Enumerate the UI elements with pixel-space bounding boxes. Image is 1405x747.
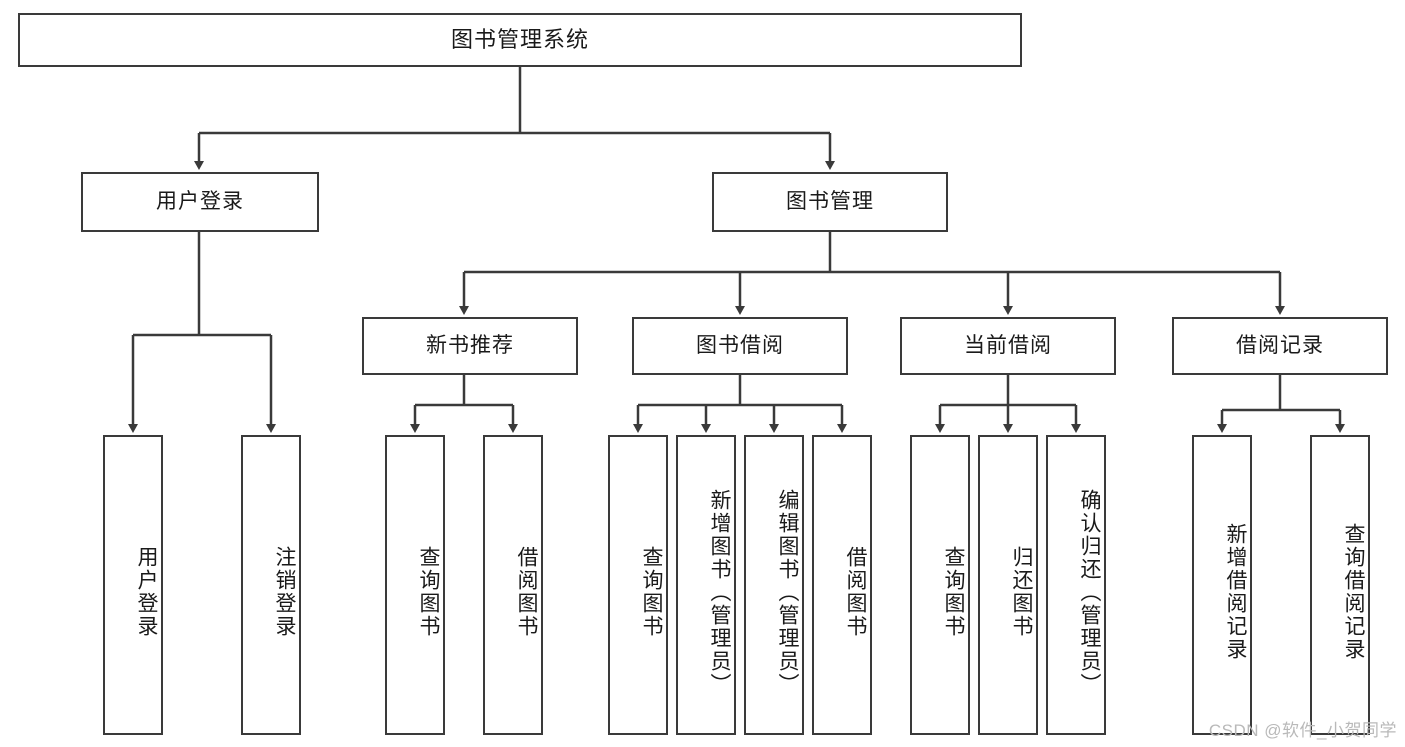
watermark-text: CSDN @软件_小贺同学: [1208, 721, 1397, 740]
node-label: 编辑图书（管理员）: [776, 488, 799, 696]
node-label: 当前借阅: [964, 334, 1052, 358]
node-label: 用户登录: [156, 190, 244, 214]
node-label: 用户登录: [135, 546, 158, 638]
node-user-login[interactable]: 用户登录: [81, 172, 319, 232]
node-label: 图书管理系统: [450, 26, 589, 52]
node-leaf-add-book-admin[interactable]: 新增图书（管理员）: [676, 435, 736, 735]
node-new-book-recommend[interactable]: 新书推荐: [362, 317, 578, 375]
node-label: 新书推荐: [426, 334, 514, 358]
node-leaf-return-book[interactable]: 归还图书: [978, 435, 1038, 735]
node-label: 借阅图书: [844, 546, 867, 638]
node-book-management[interactable]: 图书管理: [712, 172, 948, 232]
node-label: 归还图书: [1010, 546, 1033, 638]
node-label: 查询借阅记录: [1342, 523, 1365, 661]
node-label: 图书借阅: [696, 334, 784, 358]
node-current-borrow[interactable]: 当前借阅: [900, 317, 1116, 375]
node-label: 查询图书: [640, 546, 663, 638]
node-leaf-add-borrow-record[interactable]: 新增借阅记录: [1192, 435, 1252, 735]
node-leaf-borrow-book[interactable]: 借阅图书: [812, 435, 872, 735]
node-leaf-borrow-book-recommend[interactable]: 借阅图书: [483, 435, 543, 735]
node-leaf-query-borrow-record[interactable]: 查询借阅记录: [1310, 435, 1370, 735]
node-root-book-management-system[interactable]: 图书管理系统: [18, 13, 1022, 67]
node-leaf-confirm-return-admin[interactable]: 确认归还（管理员）: [1046, 435, 1106, 735]
node-book-borrow[interactable]: 图书借阅: [632, 317, 848, 375]
node-label: 新增图书（管理员）: [708, 488, 731, 696]
node-borrow-record[interactable]: 借阅记录: [1172, 317, 1388, 375]
node-label: 查询图书: [942, 546, 965, 638]
node-label: 确认归还（管理员）: [1078, 488, 1101, 696]
node-leaf-query-book-recommend[interactable]: 查询图书: [385, 435, 445, 735]
node-label: 借阅记录: [1236, 334, 1324, 358]
node-label: 新增借阅记录: [1224, 523, 1247, 661]
node-leaf-query-book-borrow[interactable]: 查询图书: [608, 435, 668, 735]
node-label: 借阅图书: [515, 546, 538, 638]
node-label: 图书管理: [786, 190, 874, 214]
node-leaf-logout[interactable]: 注销登录: [241, 435, 301, 735]
node-leaf-query-book-current[interactable]: 查询图书: [910, 435, 970, 735]
node-label: 查询图书: [417, 546, 440, 638]
node-label: 注销登录: [273, 546, 296, 638]
node-leaf-edit-book-admin[interactable]: 编辑图书（管理员）: [744, 435, 804, 735]
node-leaf-user-login[interactable]: 用户登录: [103, 435, 163, 735]
